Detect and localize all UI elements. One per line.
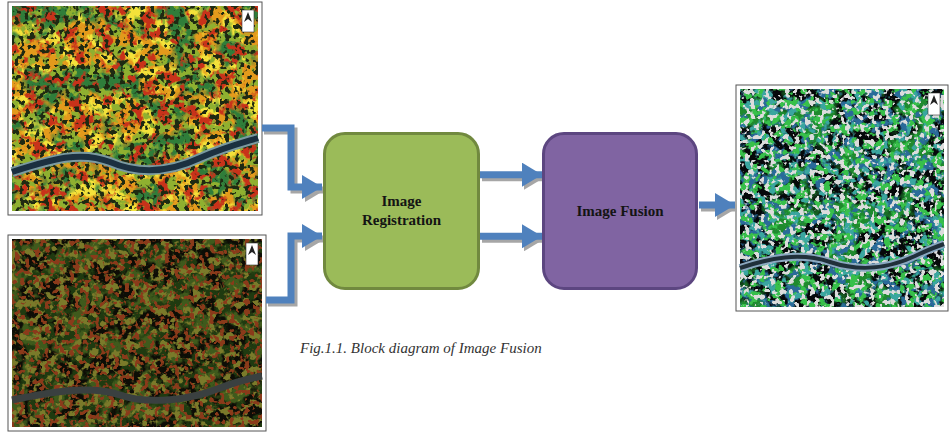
source-image-bottom [8, 235, 266, 431]
image-frame [8, 235, 266, 431]
image-texture [740, 89, 944, 307]
image-texture [740, 89, 944, 307]
north-arrow [928, 93, 940, 115]
process-box: Image Registration [323, 132, 480, 290]
flow-arrow [480, 171, 542, 178]
image-texture [740, 89, 944, 307]
image-texture [12, 6, 258, 211]
input-arrow [266, 236, 322, 300]
output-arrow [699, 202, 735, 209]
source-image-top [8, 2, 262, 215]
north-arrow [930, 95, 938, 105]
north-arrow [244, 12, 252, 22]
image-texture [740, 89, 944, 307]
box-label: Image Registration [352, 192, 452, 230]
river [740, 244, 944, 268]
flow-arrow [480, 233, 542, 240]
arrow-shadow [268, 239, 325, 303]
image-texture [12, 6, 258, 211]
north-arrow [242, 10, 254, 32]
river [12, 138, 258, 172]
image-frame [8, 2, 262, 215]
north-arrow [246, 243, 258, 265]
input-arrow [262, 128, 322, 187]
fused-image [736, 85, 948, 311]
image-texture [12, 6, 258, 211]
image-texture [12, 239, 262, 427]
image-texture [12, 239, 262, 427]
image-ground [740, 89, 944, 307]
input-arrows [262, 128, 737, 303]
north-arrow [248, 245, 256, 255]
box-label: Image Fusion [576, 202, 663, 221]
image-texture [12, 6, 258, 211]
image-texture [12, 239, 262, 427]
river [12, 376, 262, 400]
process-box: Image Fusion [542, 132, 698, 290]
image-texture [12, 239, 262, 427]
image-texture [12, 6, 258, 211]
image-ground [12, 6, 258, 211]
image-ground [12, 239, 262, 427]
figure-caption: Fig.1.1. Block diagram of Image Fusion [300, 340, 542, 357]
image-texture [740, 89, 944, 307]
river [12, 138, 258, 172]
river [740, 244, 944, 268]
image-frame [736, 85, 948, 311]
